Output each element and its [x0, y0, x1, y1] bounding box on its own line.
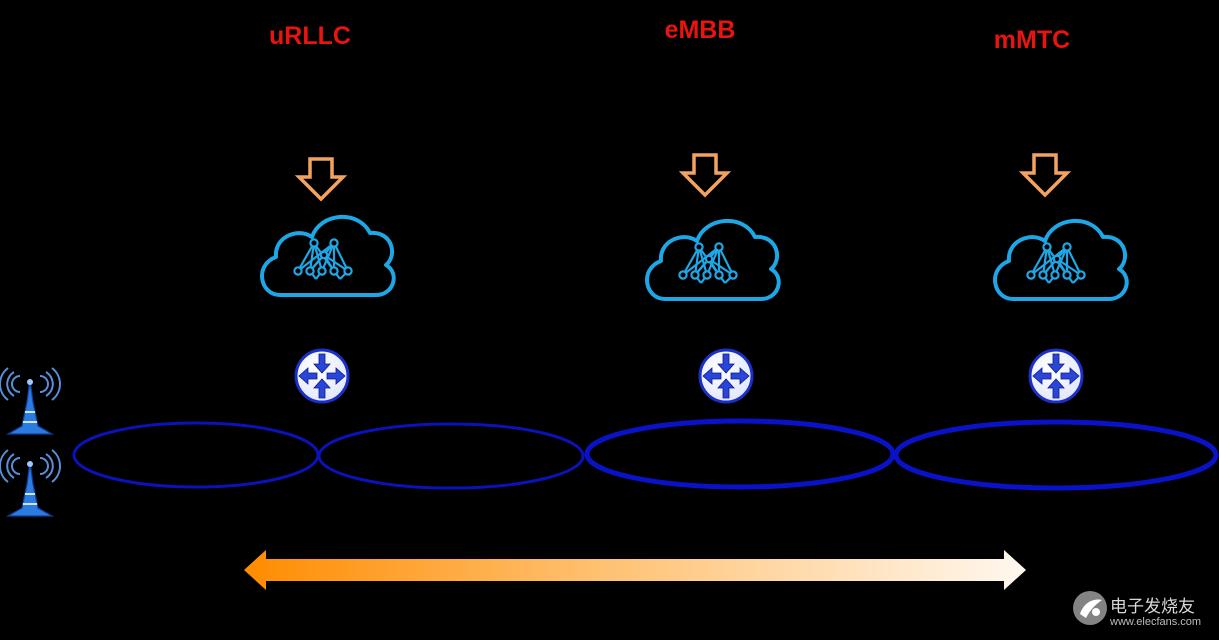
slice-label-embb: eMBB — [664, 16, 736, 44]
slice-ring — [584, 418, 896, 490]
watermark: 电子发烧友 www.elecfans.com — [1072, 588, 1212, 632]
slice-ring — [72, 421, 320, 489]
down-arrow-icon — [297, 157, 345, 201]
watermark-title: 电子发烧友 — [1110, 597, 1195, 617]
router-icon — [1028, 348, 1084, 404]
slice-label-mmtc: mMTC — [993, 26, 1071, 54]
watermark-url: www.elecfans.com — [1110, 616, 1202, 628]
double-arrow-icon — [244, 550, 1026, 590]
tower-icon — [0, 367, 62, 435]
slice-ring — [317, 422, 585, 490]
router-icon — [294, 348, 350, 404]
down-arrow-icon — [1021, 153, 1069, 197]
cloud-network-icon — [993, 218, 1129, 301]
watermark-logo-icon — [1073, 591, 1107, 625]
tower-icon — [0, 449, 62, 517]
router-icon — [698, 348, 754, 404]
cloud-network-icon — [645, 218, 781, 301]
slice-label-urllc: uRLLC — [269, 22, 351, 50]
down-arrow-icon — [681, 153, 729, 197]
slice-ring — [893, 419, 1219, 491]
cloud-network-icon — [260, 214, 396, 297]
